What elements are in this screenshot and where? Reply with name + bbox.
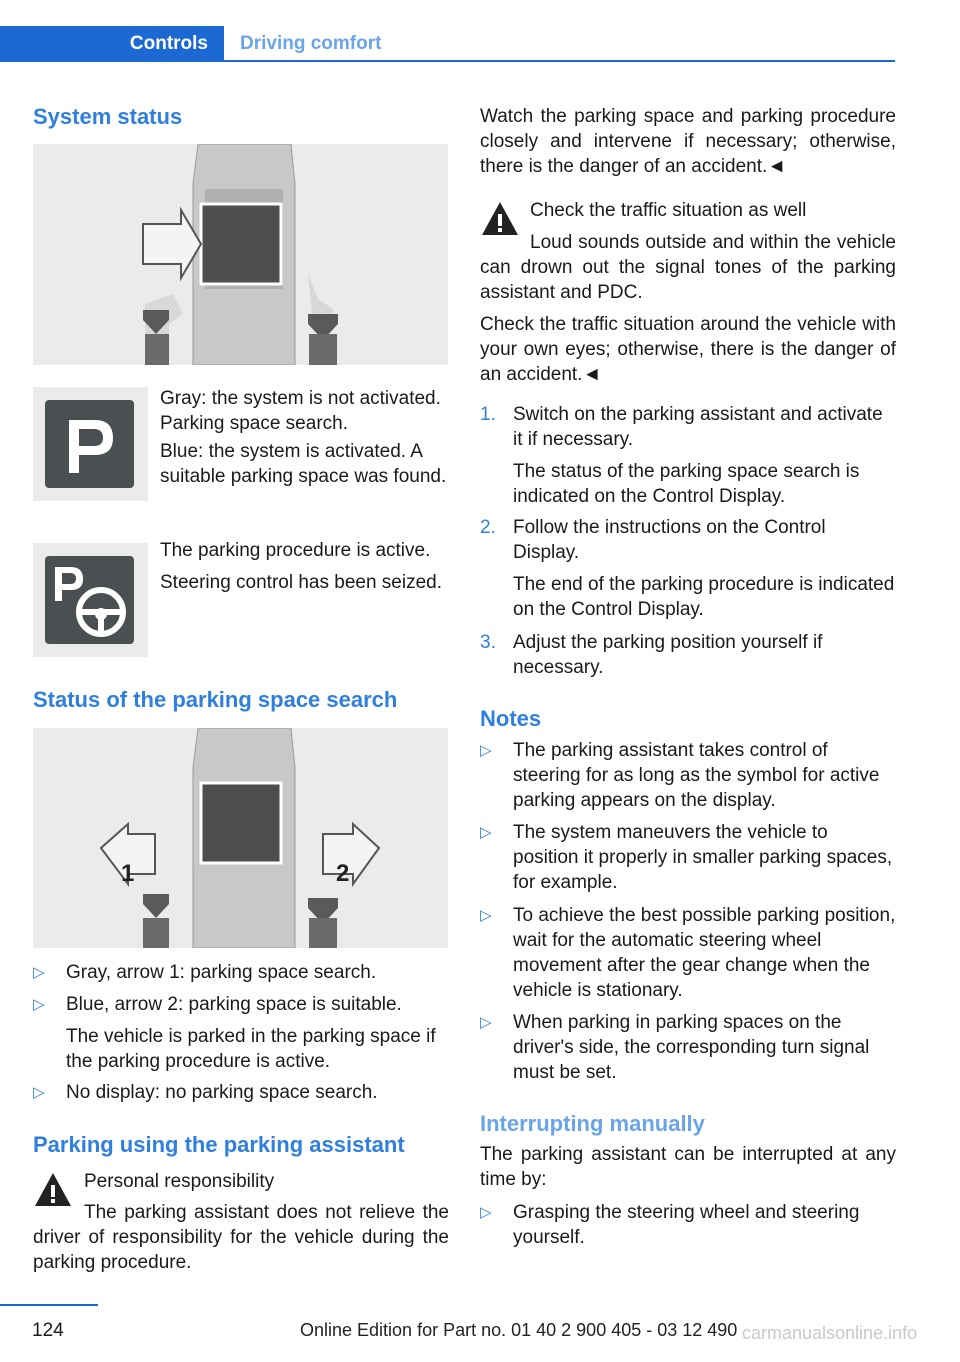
status-blue-text: Blue: the system is activated. A suitabl… [160,441,447,487]
footer-rule [0,1304,98,1306]
warning-text: The parking assistant does not relieve t… [33,1202,449,1273]
car-top-view-image-1 [33,144,448,365]
page-header: Controls Driving comfort [0,0,895,62]
car-top-view-image-2: 1 2 [33,728,448,948]
list-item: ▷ The parking assistant takes control of… [480,740,880,811]
warning-title-traffic: Check the traffic situation as well [530,200,807,221]
warning-title: Personal responsibility [84,1171,275,1192]
list-item: ▷ No display: no parking space search. [33,1082,378,1103]
heading-status-search: Status of the parking space search [33,687,398,712]
step-number: 1. [480,404,496,425]
bullet-triangle-icon: ▷ [480,907,492,924]
list-item: ▷ To achieve the best possible parking p… [480,905,896,1001]
bullet-triangle-icon: ▷ [480,1204,492,1221]
heading-system-status: System status [33,104,183,129]
list-item: ▷ Grasping the steering wheel and steeri… [480,1202,860,1248]
header-rule [0,60,895,62]
step-number: 3. [480,632,496,653]
list-item: ▷ When parking in parking spaces on the … [480,1012,870,1083]
bullet-triangle-icon: ▷ [33,964,45,981]
bullet-triangle-icon: ▷ [33,1084,45,1101]
warning-icon [480,199,520,239]
status-gray-text: Gray: the system is not activated. Parki… [160,388,441,434]
heading-parking-using: Parking using the parking assistant [33,1132,405,1157]
bullet-triangle-icon: ▷ [480,742,492,759]
bullet-triangle-icon: ▷ [33,996,45,1013]
list-item: ▷ Blue, arrow 2: parking space is suitab… [33,994,402,1015]
list-item: 3. Adjust the parking position yourself … [480,632,823,678]
watermark: carmanualsonline.info [742,1323,918,1343]
list-item: 1. Switch on the parking assistant and a… [480,404,883,507]
list-item: 2. Follow the instructions on the Contro… [480,517,895,620]
interrupt-text: The parking assistant can be interrupted… [480,1144,896,1190]
arrow-label-1: 1 [121,860,135,887]
edition-text: Online Edition for Part no. 01 40 2 900 … [300,1320,738,1340]
intro-text: Watch the parking space and parking proc… [480,106,896,177]
parking-active-text: The parking procedure is active. [160,540,431,561]
section-tab-controls[interactable]: Controls [0,26,224,62]
list-item: ▷ Gray, arrow 1: parking space search. [33,962,377,983]
bullet-triangle-icon: ▷ [480,1014,492,1031]
step-number: 2. [480,517,496,538]
steering-seized-text: Steering control has been seized. [160,572,443,593]
parking-p-symbol [33,387,148,501]
heading-notes: Notes [480,706,542,731]
arrow-label-2: 2 [336,860,350,887]
heading-interrupt: Interrupting manually [480,1111,705,1136]
section-tab-driving-comfort[interactable]: Driving comfort [240,33,382,54]
bullet-triangle-icon: ▷ [480,824,492,841]
parking-steering-symbol [33,543,148,657]
page-number: 124 [32,1320,64,1341]
list-item-subtext: The vehicle is parked in the parking spa… [66,1026,436,1072]
list-item: ▷ The system maneuvers the vehicle to po… [480,822,893,893]
check-traffic-text: Check the traffic situation around the v… [480,314,896,385]
warning-text-traffic: Loud sounds outside and within the vehic… [480,232,896,303]
warning-icon [33,1170,73,1210]
